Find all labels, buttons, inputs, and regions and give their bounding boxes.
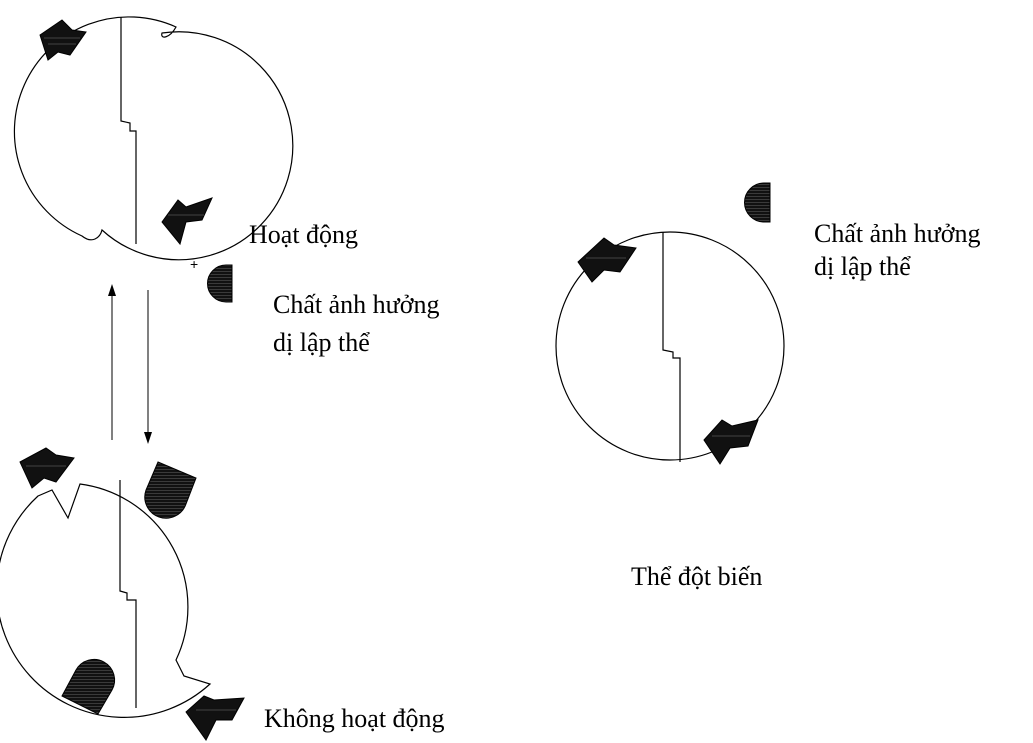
substrate-arrow-icon [703, 419, 759, 465]
inactive-enzyme [0, 447, 245, 741]
label-mutant-effector-line2: dị lập thể [814, 252, 911, 281]
inactive-enzyme-outline [0, 483, 212, 718]
active-enzyme [13, 16, 294, 261]
bound-effector-icon [61, 658, 116, 715]
substrate-arrow-icon [19, 447, 75, 489]
bound-effector-icon [144, 461, 197, 519]
label-inactive: Không hoạt động [264, 704, 445, 733]
substrate-arrow-icon [185, 695, 245, 741]
mutant-enzyme [555, 231, 785, 465]
label-active: Hoạt động [249, 220, 359, 249]
label-allosteric-effector-line1: Chất ảnh hưởng [273, 290, 440, 319]
allosteric-effector-shape-icon [744, 182, 771, 223]
label-allosteric-effector-line2: dị lập thể [273, 328, 370, 357]
active-enzyme-outline [13, 16, 294, 261]
mutant-enzyme-outline [555, 231, 785, 461]
equilibrium-arrows [108, 284, 152, 444]
active-enzyme-subunit-divider [120, 17, 137, 244]
substrate-arrow-icon [577, 237, 637, 283]
substrate-arrow-icon [39, 19, 87, 61]
mutant-enzyme-subunit-divider [662, 232, 681, 462]
allosteric-effector-shape-icon [207, 264, 233, 303]
inactive-enzyme-subunit-divider [119, 480, 137, 708]
label-mutant: Thể đột biến [631, 562, 763, 591]
label-mutant-effector-line1: Chất ảnh hưởng [814, 219, 981, 248]
substrate-arrow-icon [161, 197, 213, 246]
plus-sign: + [190, 256, 199, 272]
